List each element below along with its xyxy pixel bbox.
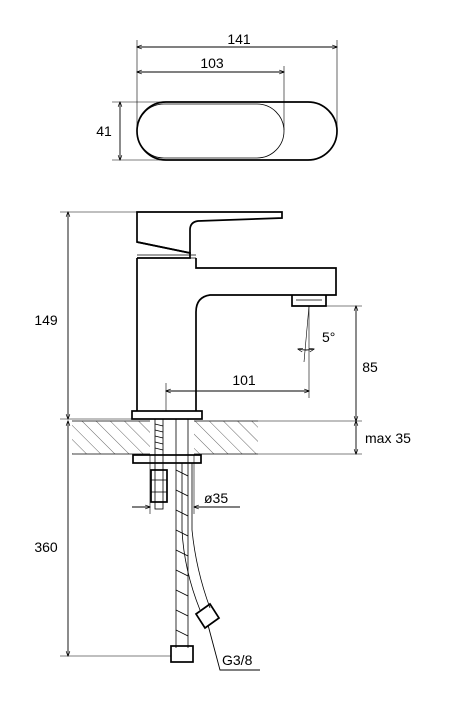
side-view: 149 85 max 35 101 5° ø35 360 G3/8 [34,211,411,671]
hose-fitting-right [194,602,221,630]
dim-inner-width: 103 [200,55,224,71]
dim-thread-size: G3/8 [222,652,253,668]
dim-depth: 41 [96,123,112,139]
fixing-nut [150,469,168,503]
threaded-rod [154,418,164,510]
dim-hose-length: 360 [34,539,58,555]
dim-deck-thickness: max 35 [365,430,411,446]
aerator [291,295,327,307]
supply-hoses [170,419,221,663]
hose-fitting-left [170,645,194,663]
faucet-handle [136,211,283,255]
dim-total-height: 149 [34,312,58,328]
top-view-outer-body [136,101,338,161]
dim-mount-diameter: ø35 [204,490,228,506]
base-flange [131,410,203,420]
dim-arc-spray-angle [298,349,314,350]
dim-spout-reach: 101 [232,372,256,388]
dim-spout-height: 85 [362,359,378,375]
top-view-handle [136,103,285,159]
faucet-body [136,258,337,411]
dim-spray-angle: 5° [322,329,335,345]
dim-overall-width: 141 [227,31,251,47]
mounting-plate [132,454,202,464]
leader-thread-size [207,624,260,671]
top-view: 141 103 41 [96,31,338,161]
